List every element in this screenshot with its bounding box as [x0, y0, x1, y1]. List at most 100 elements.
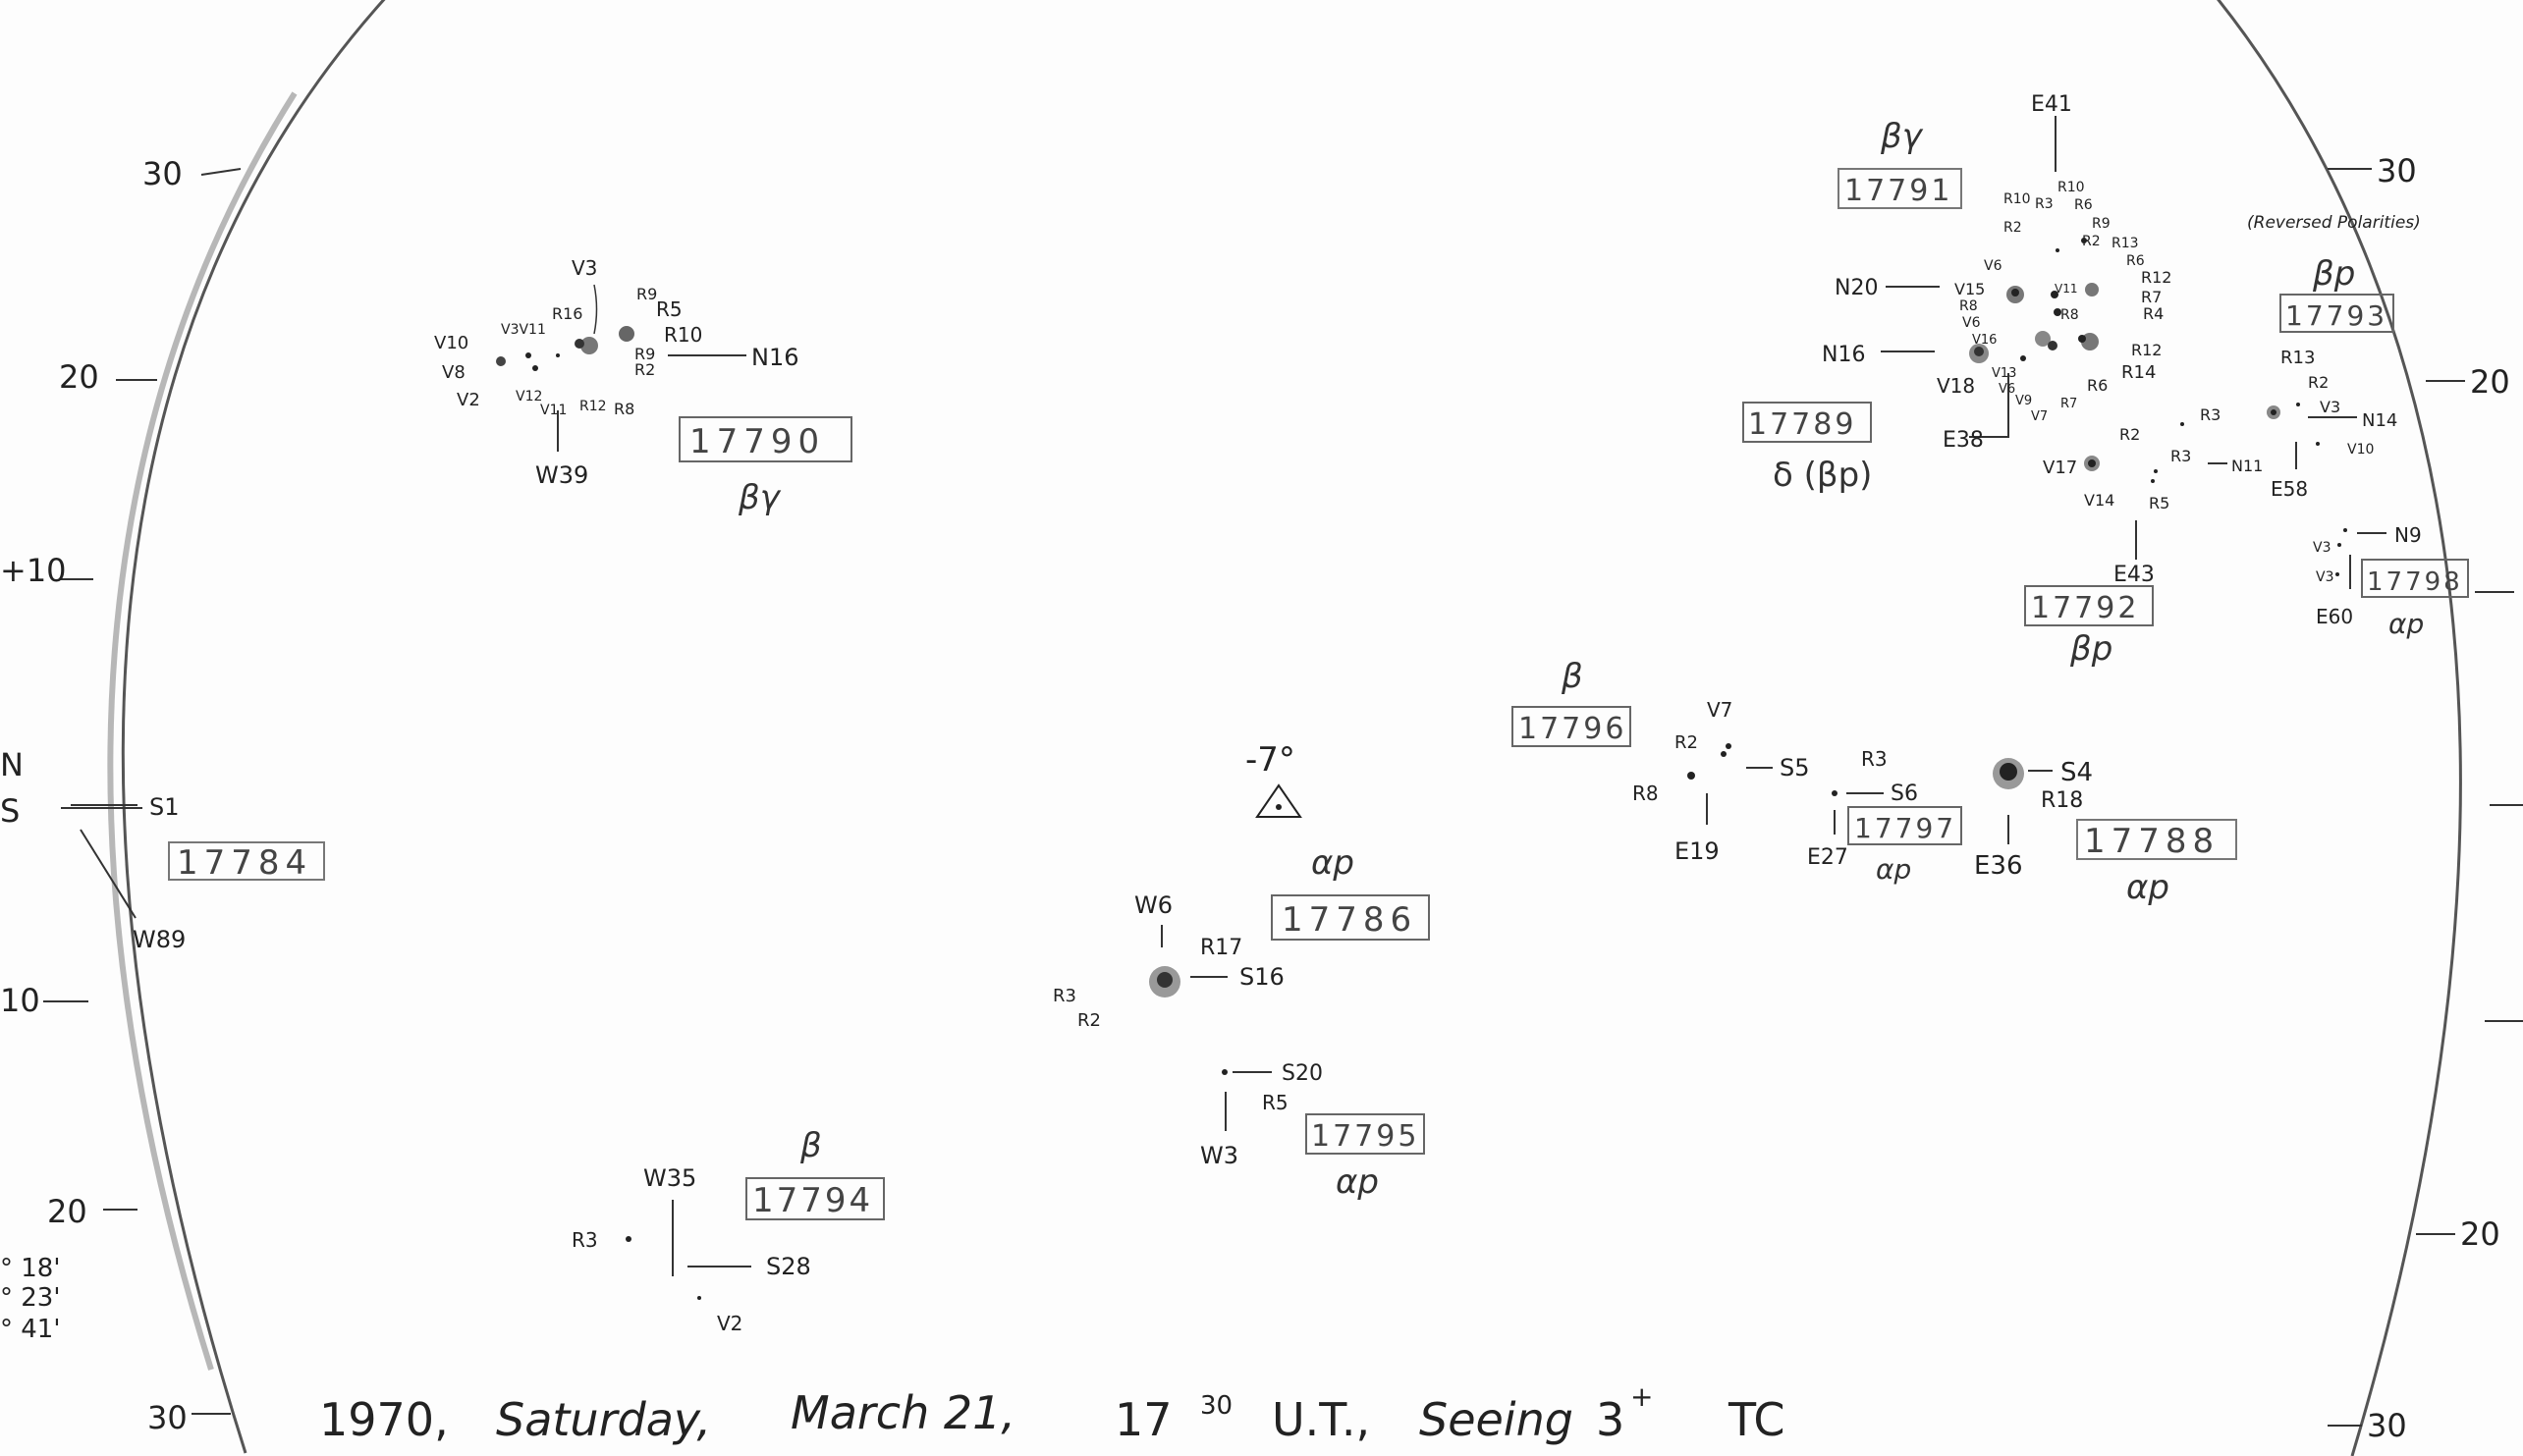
- label-17791-r6c: R6: [2087, 376, 2108, 395]
- label-17791-v6c: V6: [1999, 382, 2015, 397]
- label-17793-v10: V10: [2347, 442, 2374, 458]
- region-17794-number: 17794: [752, 1181, 873, 1220]
- region-17791-class: βγ: [1880, 117, 1924, 156]
- region-17791-number: 17791: [1844, 174, 1952, 208]
- right-tick-30-top: 30: [2377, 152, 2417, 189]
- label-17792-r5: R5: [2149, 494, 2169, 512]
- region-17788: S4 R18 E36 17788 αp: [1974, 758, 2237, 907]
- label-17790-n16: N16: [751, 344, 799, 371]
- label-17791-v6a: V6: [1984, 258, 2002, 274]
- caption-observer: TC: [1728, 1393, 1785, 1446]
- region-17797-number: 17797: [1854, 812, 1956, 844]
- left-angle-1: ° 18': [0, 1254, 61, 1283]
- label-17790-r9b: R9: [634, 345, 655, 363]
- center-triangle-icon: [1255, 783, 1302, 818]
- observation-caption: 1970, Saturday, March 21, 17 30 U.T., Se…: [319, 1380, 1785, 1446]
- region-17798-class: αp: [2388, 608, 2424, 640]
- label-17794-v2: V2: [717, 1312, 742, 1335]
- right-tick-30-bottom: 30: [2367, 1407, 2407, 1444]
- label-17791-r8a: R8: [1959, 298, 1978, 314]
- label-17788-s4: S4: [2060, 758, 2093, 787]
- region-17795-number: 17795: [1311, 1119, 1419, 1154]
- label-17794-r3: R3: [572, 1228, 598, 1252]
- label-17796-s5: S5: [1780, 754, 1810, 782]
- caption-seeing-value: 3: [1596, 1393, 1624, 1446]
- label-17798-v3a: V3: [2313, 540, 2331, 556]
- label-17791-v15: V15: [1954, 280, 1985, 298]
- left-tick-south: S: [0, 792, 20, 830]
- label-17797-r3: R3: [1861, 747, 1888, 771]
- label-17796-e19: E19: [1674, 837, 1720, 865]
- left-tick-30-top: 30: [142, 155, 183, 192]
- label-17798-n9: N9: [2394, 523, 2422, 547]
- label-17790-r8: R8: [614, 400, 634, 418]
- label-17791-n16: N16: [1822, 343, 1865, 367]
- label-17798-v3b: V3: [2316, 569, 2333, 585]
- label-17790-r9: R9: [636, 285, 657, 303]
- region-17788-class: αp: [2126, 868, 2169, 907]
- region-17792: V17 R2 V14 R3 R3 R5 N11 E43 17792 βp: [2024, 405, 2263, 669]
- right-tick-20-bottom: 20: [2460, 1215, 2500, 1253]
- label-17784-s1: S1: [149, 793, 180, 821]
- caption-seeing-label: Seeing: [1419, 1393, 1573, 1446]
- label-17791-e38: E38: [1943, 428, 1984, 453]
- label-17790-r12: R12: [579, 399, 607, 414]
- label-17791-r6b: R6: [2126, 253, 2145, 269]
- label-17791-v9: V9: [2015, 394, 2032, 408]
- label-17791-r10b: R10: [2057, 180, 2085, 195]
- label-17788-r18: R18: [2041, 788, 2083, 813]
- label-17796-v7: V7: [1707, 698, 1732, 722]
- center-angle: -7°: [1245, 740, 1295, 780]
- right-tick-20-top: 20: [2470, 363, 2510, 401]
- label-17792-n11: N11: [2231, 457, 2263, 475]
- label-17792-e43: E43: [2113, 563, 2155, 587]
- label-17790-v11: V11: [540, 403, 567, 418]
- left-tick-20-top: 20: [59, 358, 99, 396]
- label-17791-v16: V16: [1972, 333, 1997, 348]
- label-17796-r8: R8: [1632, 782, 1659, 805]
- label-17792-v14: V14: [2084, 491, 2114, 510]
- region-17793: (Reversed Polarities) βp 17793 R13 R2 V3…: [2247, 213, 2421, 501]
- left-tick-10-top: +10: [0, 552, 67, 589]
- region-17789-number: 17789: [1748, 407, 1856, 442]
- label-17792-v17: V17: [2043, 458, 2077, 478]
- region-17795: S20 R5 W3 17795 αp: [1200, 1061, 1425, 1202]
- region-17794-class: β: [799, 1126, 822, 1165]
- label-17795-s20: S20: [1282, 1061, 1323, 1086]
- region-17793-number: 17793: [2285, 299, 2387, 332]
- label-17790-v3: V3: [572, 256, 597, 280]
- label-17791-v11: V11: [2055, 282, 2077, 296]
- label-17791-r7a: R7: [2141, 288, 2162, 306]
- region-17798-number: 17798: [2367, 567, 2463, 597]
- label-17795-w3: W3: [1200, 1142, 1238, 1169]
- region-17793-class: βp: [2312, 254, 2355, 294]
- label-17790-w39: W39: [535, 461, 588, 489]
- label-17791-r9: R9: [2092, 216, 2111, 232]
- caption-date: March 21,: [791, 1386, 1015, 1439]
- label-17791-r10a: R10: [2003, 191, 2031, 207]
- label-17791-r7b: R7: [2060, 397, 2077, 411]
- label-17791-r3: R3: [2035, 196, 2054, 212]
- region-17796: V7 R2 R8 S5 E19 β 17796: [1511, 657, 1810, 865]
- label-17797-e27: E27: [1807, 845, 1848, 870]
- label-17791-r12b: R12: [2131, 341, 2162, 359]
- left-tick-10-bottom: 10: [0, 982, 40, 1019]
- label-17792-r2: R2: [2119, 425, 2140, 444]
- label-17791-v6b: V6: [1962, 315, 1981, 331]
- label-17790-v3v11: V3V11: [501, 322, 546, 338]
- region-17786-class: αp: [1311, 843, 1354, 883]
- label-17790-r16: R16: [552, 304, 582, 323]
- region-17797-class: αp: [1876, 853, 1911, 886]
- caption-day: Saturday,: [496, 1393, 711, 1446]
- label-17798-e60: E60: [2316, 605, 2353, 628]
- region-17794: W35 R3 S28 V2 β 17794: [572, 1126, 885, 1335]
- label-17790-r10: R10: [664, 323, 702, 347]
- label-17793-v3: V3: [2320, 398, 2340, 416]
- region-17792-class: βp: [2069, 629, 2112, 669]
- label-17790-v8: V8: [442, 362, 466, 383]
- label-17791-v13: V13: [1992, 366, 2016, 381]
- label-17786-r3: R3: [1053, 986, 1076, 1006]
- label-17790-v10: V10: [434, 333, 468, 353]
- label-17792-r3a: R3: [2200, 405, 2221, 424]
